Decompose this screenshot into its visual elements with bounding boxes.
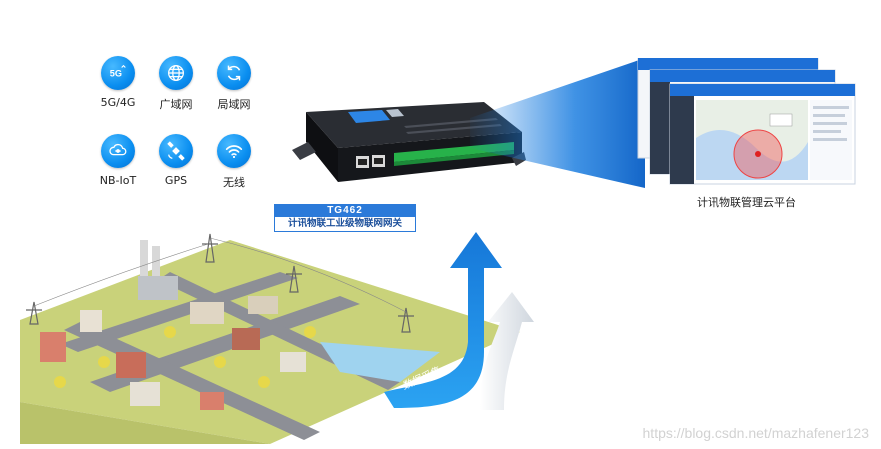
connectivity-label: NB-IoT — [99, 174, 137, 187]
5g-icon: 5G — [101, 56, 135, 90]
cloud-network-icon — [101, 134, 135, 168]
5g-badge-text: 5G — [110, 69, 122, 79]
connectivity-nbiot: NB-IoT — [88, 134, 148, 187]
device-model: TG462 — [274, 204, 416, 217]
wifi-icon — [217, 134, 251, 168]
connectivity-label: 局域网 — [217, 98, 251, 111]
watermark: https://blog.csdn.net/mazhafener123 — [642, 425, 869, 441]
refresh-icon — [217, 56, 251, 90]
device-name: 计讯物联工业级物联网网关 — [274, 217, 416, 232]
connectivity-5g: 5G 5G/4G — [88, 56, 148, 109]
smart-city-illustration — [20, 233, 520, 444]
connectivity-wan: 广域网 — [146, 56, 206, 112]
platform-caption: 计讯物联管理云平台 — [697, 196, 796, 209]
device-caption: TG462 计讯物联工业级物联网网关 — [274, 204, 416, 232]
connectivity-label: 无线 — [223, 176, 245, 189]
globe-icon — [159, 56, 193, 90]
connectivity-icon-grid: 5G 5G/4G 广域网 局域网 — [88, 56, 264, 196]
connectivity-label: GPS — [164, 174, 188, 187]
cloud-platform-screens — [637, 58, 856, 185]
connectivity-label: 广域网 — [159, 98, 193, 111]
signal-beam — [470, 58, 645, 188]
connectivity-lan: 局域网 — [204, 56, 264, 112]
connectivity-gps: GPS — [146, 134, 206, 187]
connectivity-wifi: 无线 — [204, 134, 264, 190]
data-collection-arrow — [384, 232, 534, 410]
gateway-device-image — [292, 102, 526, 182]
connectivity-label: 5G/4G — [100, 96, 136, 109]
satellite-icon — [159, 134, 193, 168]
